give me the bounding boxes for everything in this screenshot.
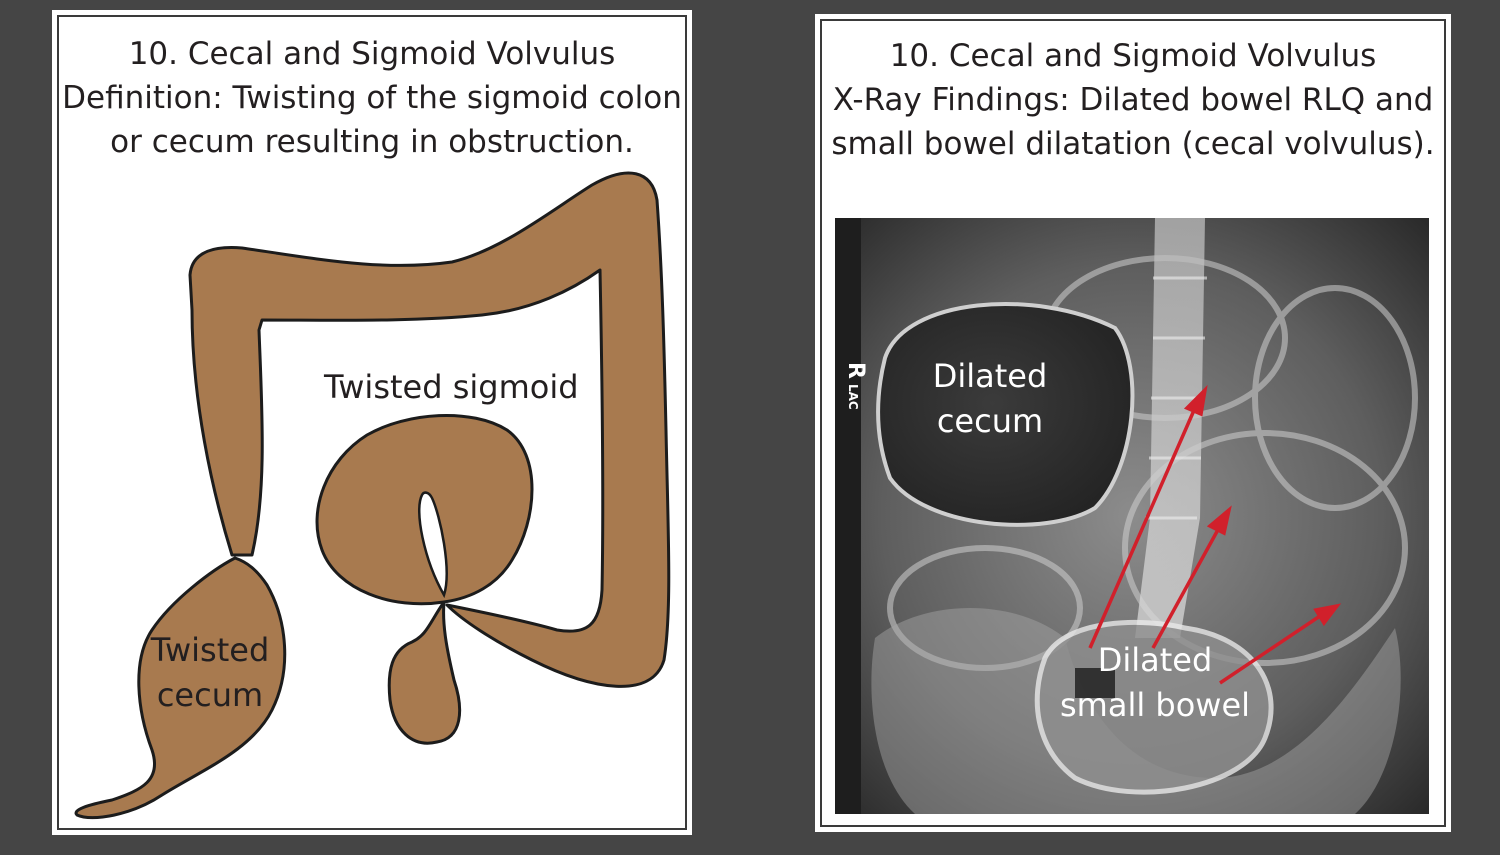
twisted-cecum-line-1: Twisted (150, 631, 270, 669)
dilated-small-bowel-label: Dilated small bowel (1060, 638, 1250, 728)
xray-title-line-2: X-Ray Findings: Dilated bowel RLQ and (832, 82, 1434, 118)
sigmoid-lower-bulb (387, 600, 462, 745)
xray-panel-border (820, 19, 1446, 827)
twisted-cecum-label: Twisted cecum (140, 628, 280, 718)
arrow-2-shaft (1151, 525, 1222, 649)
cecum-pouch (74, 556, 287, 820)
xray-edge-strip (835, 218, 861, 814)
dilated-small-bowel-line-1: Dilated (1097, 641, 1213, 679)
bowel-loop-1 (1122, 430, 1408, 666)
spine-shadow (1135, 218, 1205, 638)
dilated-cecum-label: Dilated cecum (930, 354, 1050, 444)
xray-heading: 10. Cecal and Sigmoid Volvulus X-Ray Fin… (815, 34, 1451, 166)
bowel-loop-3 (1252, 285, 1418, 511)
xray-image: R LAC Dilated cecum Dilated small bowel (835, 218, 1429, 814)
xray-rendering: R LAC (835, 218, 1429, 814)
diagram-heading: 10. Cecal and Sigmoid Volvulus Definitio… (52, 32, 692, 164)
twisted-sigmoid-label: Twisted sigmoid (324, 368, 579, 406)
sigmoid-twist-gap (418, 491, 448, 599)
dilated-cecum-line-1: Dilated (932, 357, 1048, 395)
arrow-1-head (1183, 384, 1208, 417)
dilated-small-bowel-line-2: small bowel (1060, 686, 1251, 724)
pelvic-gas (1075, 668, 1115, 698)
dilated-cecum-shadow (876, 302, 1135, 527)
xray-side-marker-sub: LAC (846, 384, 860, 410)
diagram-title-line-2: Definition: Twisting of the sigmoid colo… (62, 80, 682, 116)
arrow-3-head (1313, 603, 1342, 627)
twisted-cecum-line-2: cecum (156, 676, 264, 714)
xray-panel: 10. Cecal and Sigmoid Volvulus X-Ray Fin… (815, 14, 1451, 832)
diagram-panel: 10. Cecal and Sigmoid Volvulus Definitio… (52, 10, 692, 835)
arrow-2-head (1206, 505, 1232, 536)
pelvis-ring (1034, 619, 1274, 795)
dilated-cecum-line-2: cecum (936, 402, 1044, 440)
colon-main-path (188, 171, 671, 688)
colon-illustration (74, 171, 671, 820)
xray-title-line-1: 10. Cecal and Sigmoid Volvulus (889, 38, 1377, 74)
xray-title-line-3: small bowel dilatation (cecal volvulus). (831, 126, 1435, 162)
diagram-title-line-3: or cecum resulting in obstruction. (110, 124, 634, 160)
arrow-3-shaft (1219, 614, 1321, 685)
diagram-panel-border (57, 15, 687, 830)
bowel-loop-4 (887, 545, 1083, 671)
diagram-title-line-1: 10. Cecal and Sigmoid Volvulus (128, 36, 616, 72)
xray-side-marker: R (843, 362, 868, 379)
arrow-1-shaft (1088, 407, 1197, 649)
pelvis-outline (871, 608, 1401, 814)
